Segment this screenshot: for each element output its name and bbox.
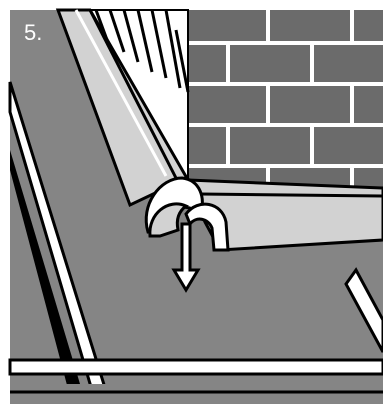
step-number: 5. [24,22,42,44]
